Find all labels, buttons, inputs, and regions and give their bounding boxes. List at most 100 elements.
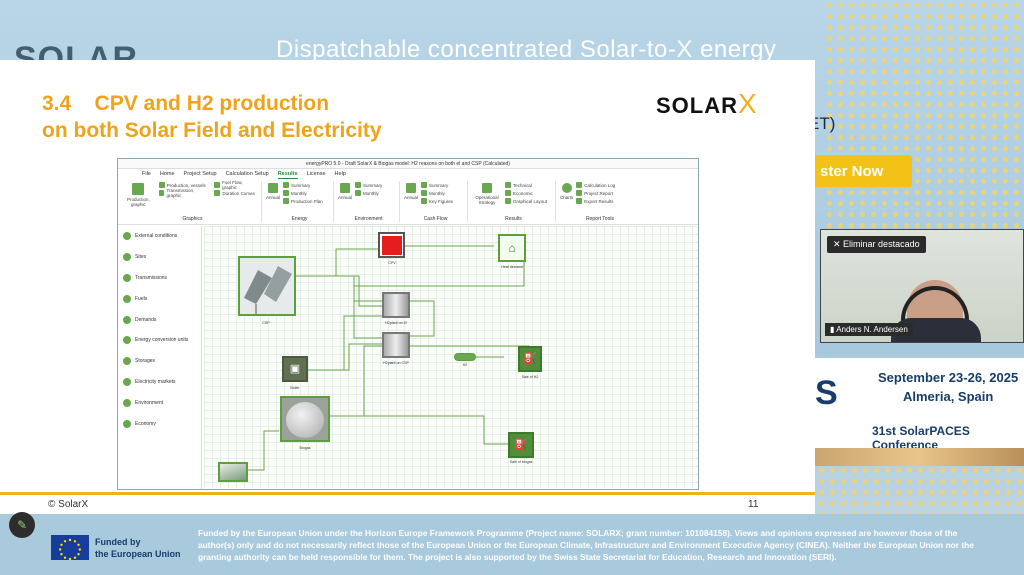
cpv-panel-icon — [382, 236, 402, 255]
environment-monthly-button[interactable]: Monthly — [355, 189, 382, 197]
group-label: Report Tools — [586, 216, 614, 222]
cashflow-summary-button[interactable]: Summary — [421, 181, 453, 189]
project-report-button[interactable]: Project Report — [576, 189, 615, 197]
tab-project-setup[interactable]: Project Setup — [183, 171, 217, 177]
operational-strategy-button[interactable]: Operational Strategy — [472, 181, 502, 205]
storage-icon — [123, 357, 131, 366]
sidebar-item-electricity-markets[interactable]: Electricity markets — [118, 372, 201, 393]
ribbon-tabs: File Home Project Setup Calculation Setu… — [118, 169, 698, 179]
sidebar-item-storages[interactable]: Storages — [118, 351, 201, 372]
tab-home[interactable]: Home — [159, 171, 175, 177]
pen-icon[interactable]: ✎ — [9, 512, 35, 538]
sidebar-label: Transmissions — [135, 274, 168, 281]
window-title: energyPRO 5.0 - Draft SolarX & Biogas mo… — [118, 159, 698, 169]
tab-file[interactable]: File — [142, 171, 151, 177]
calendar-icon — [268, 183, 278, 193]
cpv-node[interactable] — [378, 232, 405, 258]
environment-summary-button[interactable]: Summary — [355, 181, 382, 189]
sale-biogas-node[interactable]: ⛽ — [508, 432, 534, 458]
sidebar-label: Economy — [135, 420, 156, 427]
pin-icon: ✕ — [833, 239, 844, 249]
decorative-dots — [824, 0, 1024, 230]
layout-canvas[interactable]: CSP CPV ⌂ Heat demand H2plant on El H2pl… — [204, 226, 698, 488]
conference-logo-fragment: S — [815, 374, 838, 412]
csp-node[interactable] — [238, 256, 296, 316]
flow-line — [294, 275, 384, 339]
tab-help[interactable]: Help — [334, 171, 346, 177]
unpin-button[interactable]: ✕ Eliminar destacado — [827, 236, 926, 253]
report-icon — [576, 190, 583, 196]
flow-line — [328, 415, 509, 445]
fuel-icon — [123, 294, 131, 303]
biogas-node[interactable] — [280, 396, 330, 442]
cashflow-annual-button[interactable]: Annual — [404, 181, 418, 205]
conference-place: Almeria, Spain — [903, 389, 994, 404]
summary-icon — [355, 182, 362, 188]
solar-field-icon — [240, 258, 294, 314]
ribbon-label: Export Results — [584, 198, 614, 204]
tab-results[interactable]: Results — [277, 171, 298, 179]
sidebar-item-sites[interactable]: Sites — [118, 247, 201, 268]
environment-annual-button[interactable]: Annual — [338, 181, 352, 200]
sidebar-item-fuels[interactable]: Fuels — [118, 288, 201, 309]
sidebar-item-environment[interactable]: Environment — [118, 392, 201, 413]
ribbon-label: Monthly — [429, 190, 445, 196]
flow-icon — [214, 182, 221, 188]
ribbon-group-report-tools: Charts Calculation Log Project Report Ex… — [560, 181, 640, 222]
export-results-button[interactable]: Export Results — [576, 197, 615, 205]
eu-funding-line1: Funded by — [95, 537, 141, 547]
calculation-log-button[interactable]: Calculation Log — [576, 181, 615, 189]
calendar-icon — [340, 183, 350, 193]
register-now-button[interactable]: ster Now — [812, 155, 912, 187]
speaker-video-tile[interactable]: ✕ Eliminar destacado ▮ Anders N. Anderse… — [820, 229, 1024, 343]
charts-button[interactable]: Charts — [560, 181, 573, 205]
energypro-window[interactable]: energyPRO 5.0 - Draft SolarX & Biogas mo… — [117, 158, 699, 490]
market-icon — [123, 377, 131, 386]
external-source-node[interactable] — [218, 462, 248, 482]
sale-h2-node[interactable]: ⛽ — [518, 346, 542, 372]
tab-license[interactable]: License — [306, 171, 326, 177]
h2-storage-node[interactable] — [454, 353, 476, 361]
sidebar-item-economy[interactable]: Economy — [118, 413, 201, 434]
fuel-flow-button[interactable]: Fuel Flow, graphic — [214, 180, 257, 190]
transmission-graphic-button[interactable]: Transmission, graphic — [158, 188, 209, 198]
slide-footer: © SolarX 11 — [0, 492, 815, 514]
duration-curves-button[interactable]: Duration Curves — [214, 189, 257, 197]
headset-icon — [901, 286, 969, 330]
electrolyser-el-node[interactable] — [382, 292, 410, 318]
ribbon-label: Annual — [266, 195, 281, 200]
ribbon-label: Production, vessels — [166, 182, 206, 188]
sidebar-item-external-conditions[interactable]: External conditions — [118, 226, 201, 247]
sidebar-item-transmissions[interactable]: Transmissions — [118, 268, 201, 289]
biogas-label: Biogas — [299, 446, 311, 450]
energy-monthly-button[interactable]: Monthly — [283, 189, 323, 197]
energy-annual-button[interactable]: Annual — [266, 181, 280, 205]
footer-copyright: © SolarX — [48, 499, 89, 510]
technical-button[interactable]: Technical — [505, 181, 547, 189]
production-graphic-button[interactable]: Production, graphic — [124, 181, 153, 207]
ribbon-label: Technical — [513, 182, 532, 188]
boiler-node[interactable]: ▣ — [282, 356, 308, 382]
technical-icon — [505, 182, 511, 188]
economic-button[interactable]: Economic — [505, 189, 547, 197]
key-figures-button[interactable]: Key Figures — [421, 197, 453, 205]
ribbon-label: Duration Curves — [222, 190, 255, 196]
strategy-icon — [482, 183, 492, 193]
globe-icon — [123, 232, 131, 241]
electrolyser-csp-node[interactable] — [382, 332, 410, 358]
ribbon-label: Transmission, graphic — [166, 188, 195, 198]
house-icon: ⌂ — [508, 241, 516, 255]
sidebar-item-energy-conversion-units[interactable]: Energy conversion units — [118, 330, 201, 351]
tab-calculation-setup[interactable]: Calculation Setup — [225, 171, 269, 177]
energy-summary-button[interactable]: Summary — [283, 181, 323, 189]
signal-icon: ▮ — [830, 325, 837, 334]
production-plan-button[interactable]: Production Plan — [283, 197, 323, 205]
graphical-layout-button[interactable]: Graphical Layout — [505, 197, 547, 205]
heat-demand-node[interactable]: ⌂ — [498, 234, 526, 262]
production-vessels-button[interactable]: Production, vessels — [158, 181, 209, 189]
ribbon-label: Key Figures — [429, 198, 454, 204]
cashflow-monthly-button[interactable]: Monthly — [421, 189, 453, 197]
flow-line — [328, 345, 384, 417]
sidebar-item-demands[interactable]: Demands — [118, 309, 201, 330]
ribbon: Production, graphic Production, vessels … — [118, 179, 698, 225]
